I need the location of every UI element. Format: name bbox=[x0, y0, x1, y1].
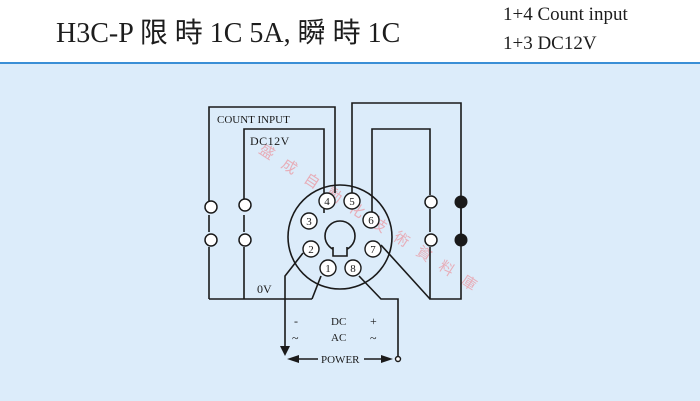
socket-key-notch-outline bbox=[332, 247, 348, 257]
pin-4-number: 4 bbox=[324, 196, 330, 208]
dc12v-label: DC12V bbox=[250, 134, 290, 148]
contact-circle bbox=[204, 233, 218, 247]
contact-circle bbox=[238, 198, 252, 212]
plus-label: + bbox=[370, 314, 377, 328]
contact-closed-dot bbox=[454, 195, 468, 209]
pin-3-circle bbox=[300, 212, 318, 230]
header-bar: H3C-P 限 時 1C 5A, 瞬 時 1C 1+4 Count input … bbox=[0, 0, 700, 62]
count-input-contacts bbox=[204, 198, 252, 247]
power-label: POWER bbox=[321, 354, 360, 366]
count-input-wiring bbox=[208, 106, 336, 299]
tilde-right-label: ~ bbox=[370, 331, 377, 345]
minus-label: - bbox=[294, 314, 298, 328]
pin-6-circle bbox=[362, 211, 380, 229]
spec-line-dc12v: 1+3 DC12V bbox=[503, 33, 597, 54]
pin-8-circle bbox=[344, 259, 362, 277]
count-input-label: COUNT INPUT bbox=[217, 114, 290, 126]
zero-v-label: 0V bbox=[257, 282, 272, 296]
relay-contacts bbox=[424, 195, 468, 247]
power-leads bbox=[284, 252, 322, 346]
power-terminal-dot bbox=[394, 355, 402, 363]
contact-circle bbox=[204, 200, 218, 214]
tilde-left-label: ~ bbox=[292, 331, 299, 345]
spec-line-count-input: 1+4 Count input bbox=[503, 4, 628, 25]
contact-circle bbox=[238, 233, 252, 247]
pin-3-number: 3 bbox=[306, 216, 312, 228]
contact-closed-dot bbox=[454, 233, 468, 247]
pin-2-number: 2 bbox=[308, 244, 314, 256]
pin-8-number: 8 bbox=[350, 263, 356, 275]
pin-7-number: 7 bbox=[370, 244, 376, 256]
pin-5-number: 5 bbox=[349, 196, 355, 208]
socket-pin-numbers: 1 2 3 4 5 6 7 8 bbox=[306, 196, 376, 275]
pin-2-circle bbox=[302, 240, 320, 258]
ac-label: AC bbox=[331, 332, 346, 344]
contact-circle bbox=[424, 195, 438, 209]
power-arrow-right-icon bbox=[381, 355, 393, 363]
pin-1-circle bbox=[319, 259, 337, 277]
power-arrow-left-icon bbox=[287, 355, 299, 363]
power-arrow-down-icon bbox=[280, 346, 290, 356]
pin-6-number: 6 bbox=[368, 215, 374, 227]
socket-key-notch bbox=[333, 240, 347, 256]
model-title: H3C-P 限 時 1C 5A, 瞬 時 1C bbox=[56, 18, 401, 49]
pin-4-circle bbox=[318, 192, 336, 210]
header-divider bbox=[0, 62, 700, 64]
pin-1-number: 1 bbox=[325, 263, 331, 275]
dc-label: DC bbox=[331, 316, 346, 328]
contact-circle bbox=[424, 233, 438, 247]
pin-7-circle bbox=[364, 240, 382, 258]
socket-pins bbox=[300, 192, 382, 277]
